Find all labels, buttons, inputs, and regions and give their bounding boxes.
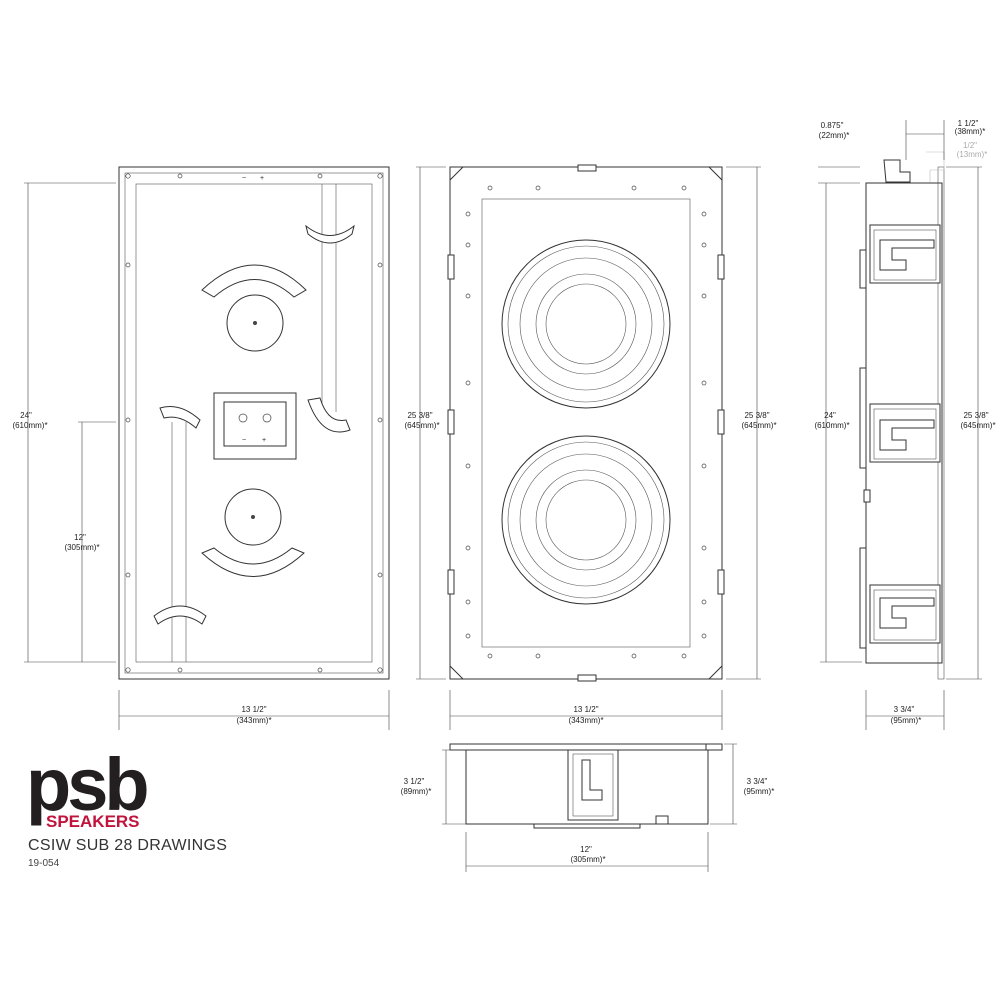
- back-half-mm: (305mm)*: [64, 543, 99, 552]
- back-screws: [125, 173, 383, 673]
- front-screws: [465, 185, 707, 659]
- back-width-mm: (343mm)*: [236, 716, 271, 725]
- side-clip-bottom: [869, 584, 941, 644]
- side-height-in: 24": [824, 411, 836, 420]
- side-half-mm: (13mm)*: [957, 150, 988, 159]
- bottom-clip: [567, 749, 619, 821]
- bottom-depth-right-mm: (95mm)*: [744, 787, 775, 796]
- document-number: 19-054: [28, 858, 60, 869]
- woofer-top: [501, 239, 671, 409]
- side-height-mm: (610mm)*: [814, 421, 849, 430]
- front-view: 25 3/8" (645mm)* 25 3/8" (645mm)* 13 1/2…: [404, 164, 777, 730]
- bottom-depth-right-in: 3 3/4": [747, 777, 768, 786]
- side-clip-top: [869, 224, 941, 284]
- logo-speakers-text: SPEAKERS: [46, 812, 140, 831]
- bottom-width-mm: (305mm)*: [570, 855, 605, 864]
- psb-logo: psb SPEAKERS: [26, 743, 150, 832]
- back-plus-mark: +: [260, 175, 264, 182]
- bottom-depth-left-mm: (89mm)*: [401, 787, 432, 796]
- side-view: 1 1/2" (38mm)* 1/2" (13mm)* 0.875" (22mm…: [814, 119, 996, 730]
- bottom-depth-left-in: 3 1/2": [404, 777, 425, 786]
- side-depth-mm: (95mm)*: [891, 716, 922, 725]
- side-top-in: 1 1/2": [958, 119, 979, 128]
- side-total-in: 25 3/8": [963, 411, 988, 420]
- back-width-in: 13 1/2": [241, 705, 266, 714]
- bottom-width-in: 12": [580, 845, 592, 854]
- side-depth-in: 3 3/4": [894, 705, 915, 714]
- back-height-mm: (610mm)*: [12, 421, 47, 430]
- side-half-in: 1/2": [963, 141, 977, 150]
- side-top-mm: (38mm)*: [955, 127, 986, 136]
- front-height-left-mm: (645mm)*: [404, 421, 439, 430]
- front-height-left-in: 25 3/8": [407, 411, 432, 420]
- side-flange-mm: (22mm)*: [819, 131, 850, 140]
- front-height-right-in: 25 3/8": [744, 411, 769, 420]
- front-height-right-mm: (645mm)*: [741, 421, 776, 430]
- back-half-in: 12": [74, 533, 86, 542]
- front-width-mm: (343mm)*: [568, 716, 603, 725]
- woofer-bottom: [501, 435, 671, 605]
- document-title: CSIW SUB 28 DRAWINGS: [28, 837, 228, 854]
- logo-psb-text: psb: [26, 743, 150, 826]
- side-flange-in: 0.875": [821, 121, 844, 130]
- terminal-plus: +: [262, 437, 266, 444]
- side-total-mm: (645mm)*: [960, 421, 995, 430]
- terminal-minus: −: [242, 437, 246, 444]
- back-minus-mark: −: [242, 175, 246, 182]
- bottom-view: 3 1/2" (89mm)* 3 3/4" (95mm)* 12" (305mm…: [401, 743, 775, 872]
- back-view: − + − +: [12, 166, 390, 730]
- side-clip-mid: [869, 403, 941, 463]
- front-width-in: 13 1/2": [573, 705, 598, 714]
- back-height-in: 24": [20, 411, 32, 420]
